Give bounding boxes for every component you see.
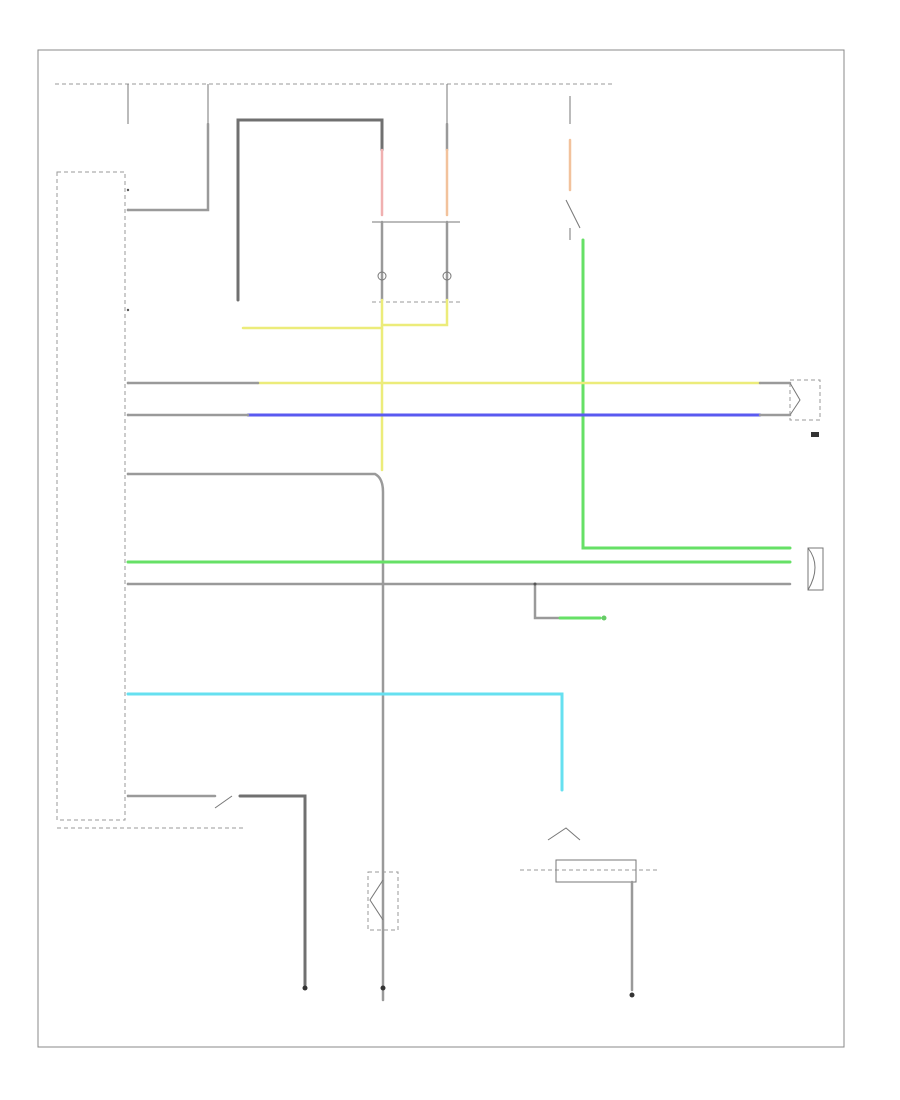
ground-right-dot <box>629 992 635 998</box>
wire-474 <box>126 472 385 1002</box>
wire-fuse-to-cluster <box>126 122 210 212</box>
module-pins <box>126 188 130 798</box>
wire-yellow-link <box>380 298 449 327</box>
junction-584 <box>533 582 537 586</box>
right-door-switch <box>758 379 821 437</box>
fuse-box-top <box>127 84 571 124</box>
wire-branch-584 <box>533 582 602 620</box>
ground-left-dot <box>302 985 308 991</box>
connector-stack <box>372 220 460 303</box>
instrument-cluster-box <box>56 171 126 821</box>
wire-top-dark <box>236 118 384 302</box>
light-switch <box>520 827 660 992</box>
seat-belt-switch <box>367 871 399 931</box>
wire-ground-left <box>238 794 307 987</box>
diagram-frame <box>37 49 845 1048</box>
right-bracket <box>807 547 816 591</box>
switch-top-right <box>565 199 581 240</box>
wire-green-vertical <box>581 238 792 550</box>
end-dot-618 <box>601 615 607 621</box>
switch-bottom-left <box>214 795 233 809</box>
right-block <box>807 547 824 591</box>
wire-cyan <box>126 692 564 792</box>
ground-mid-dot <box>380 985 386 991</box>
